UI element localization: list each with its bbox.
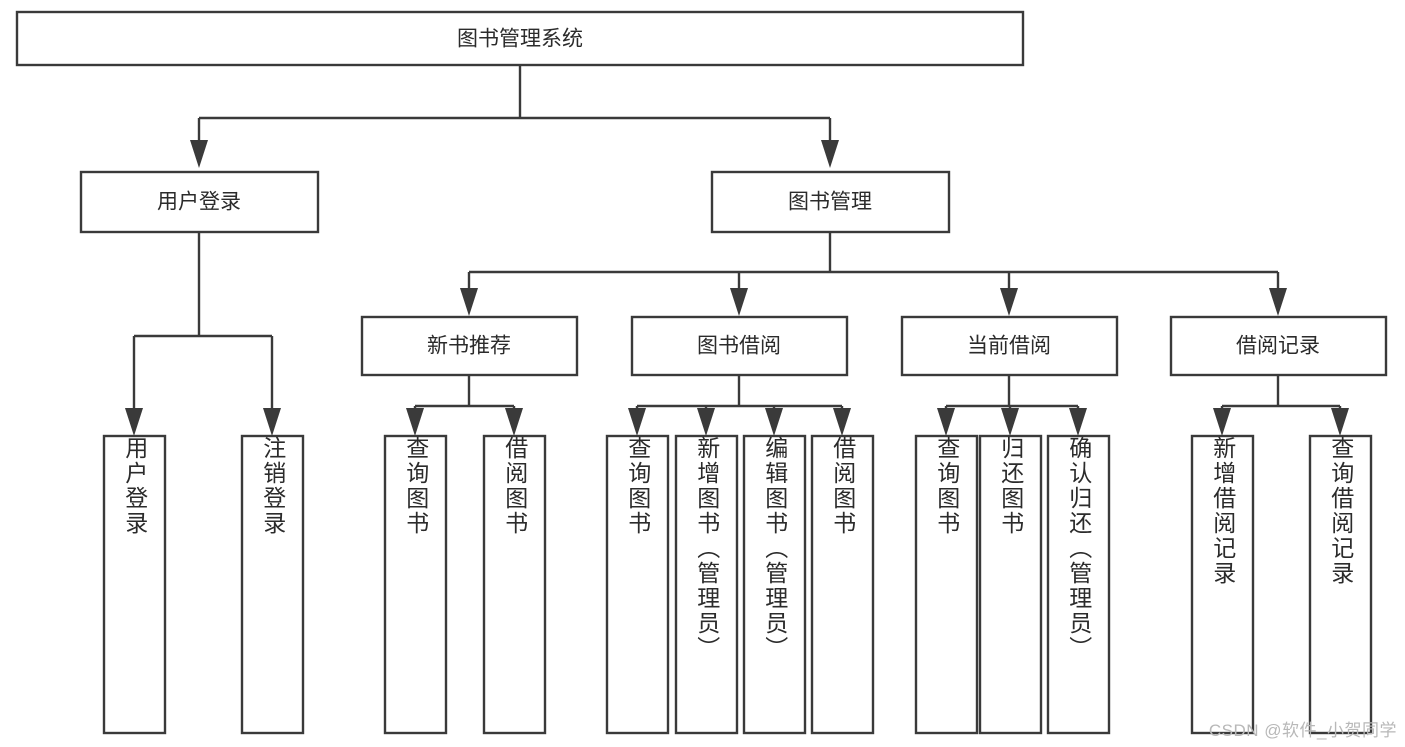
- leaf-box-query-record[interactable]: [1308, 434, 1373, 735]
- leaf-box-user-login[interactable]: [102, 434, 167, 735]
- node-root-box[interactable]: [15, 10, 1025, 67]
- arrow-to-leaf-query-record: [1331, 408, 1349, 436]
- arrow-to-leaf-query-book-2: [628, 408, 646, 436]
- node-book-borrow[interactable]: 图书借阅: [630, 315, 849, 377]
- arrow-to-leaf-borrow-book-2: [833, 408, 851, 436]
- leaf-box-edit-book[interactable]: [742, 434, 807, 735]
- arrow-to-leaf-return-book: [1001, 408, 1019, 436]
- node-current-borrow-box[interactable]: [900, 315, 1119, 377]
- leaf-box-confirm-return[interactable]: [1046, 434, 1111, 735]
- arrow-to-leaf-edit-book: [765, 408, 783, 436]
- node-user-login-box[interactable]: [79, 170, 320, 234]
- connector-new-book-children: [406, 375, 523, 436]
- arrow-to-borrow-records: [1269, 288, 1287, 316]
- node-borrow-records-label: 借阅记录: [1236, 335, 1320, 358]
- leaf-box-query-book-3[interactable]: [914, 434, 979, 735]
- arrow-to-leaf-confirm-return: [1069, 408, 1087, 436]
- leaf-box-query-book-2[interactable]: [605, 434, 670, 735]
- leaf-box-borrow-book-1[interactable]: [482, 434, 547, 735]
- node-current-borrow[interactable]: 当前借阅: [900, 315, 1119, 377]
- leaf-box-logout[interactable]: [240, 434, 305, 735]
- node-book-manage[interactable]: 图书管理: [710, 170, 951, 234]
- connector-current-borrow-children: [937, 375, 1087, 436]
- connector-book-manage-children: [460, 232, 1287, 316]
- node-new-book-recommend-label: 新书推荐: [427, 335, 511, 358]
- node-borrow-records[interactable]: 借阅记录: [1169, 315, 1388, 377]
- node-new-book-recommend-box[interactable]: [360, 315, 579, 377]
- node-new-book-recommend[interactable]: 新书推荐: [360, 315, 579, 377]
- leaf-box-borrow-book-2[interactable]: [810, 434, 875, 735]
- arrow-to-new-book: [460, 288, 478, 316]
- arrow-to-leaf-add-record: [1213, 408, 1231, 436]
- node-root-label: 图书管理系统: [457, 28, 583, 51]
- leaf-box-add-record[interactable]: [1190, 434, 1255, 735]
- leaf-box-add-book[interactable]: [674, 434, 739, 735]
- connector-book-borrow-children: [628, 375, 851, 436]
- arrow-to-leaf-query-book-3: [937, 408, 955, 436]
- arrow-to-book-manage: [821, 140, 839, 168]
- leaf-box-return-book[interactable]: [978, 434, 1043, 735]
- arrow-to-user-login: [190, 140, 208, 168]
- arrow-to-leaf-user-login: [125, 408, 143, 436]
- node-current-borrow-label: 当前借阅: [967, 335, 1051, 358]
- arrow-to-leaf-borrow-book-1: [505, 408, 523, 436]
- connector-borrow-records-children: [1213, 375, 1349, 436]
- arrow-to-leaf-logout: [263, 408, 281, 436]
- arrow-to-current-borrow: [1000, 288, 1018, 316]
- leaf-box-query-book-1[interactable]: [383, 434, 448, 735]
- node-book-borrow-label: 图书借阅: [697, 335, 781, 358]
- connector-user-login-children: [125, 232, 281, 436]
- connector-root-bus: [190, 65, 839, 168]
- arrow-to-leaf-add-book: [697, 408, 715, 436]
- node-root[interactable]: 图书管理系统: [15, 10, 1025, 67]
- arrow-to-book-borrow: [730, 288, 748, 316]
- arrow-to-leaf-query-book-1: [406, 408, 424, 436]
- node-book-manage-label: 图书管理: [788, 191, 872, 214]
- node-user-login-label: 用户登录: [157, 191, 241, 214]
- node-user-login[interactable]: 用户登录: [79, 170, 320, 234]
